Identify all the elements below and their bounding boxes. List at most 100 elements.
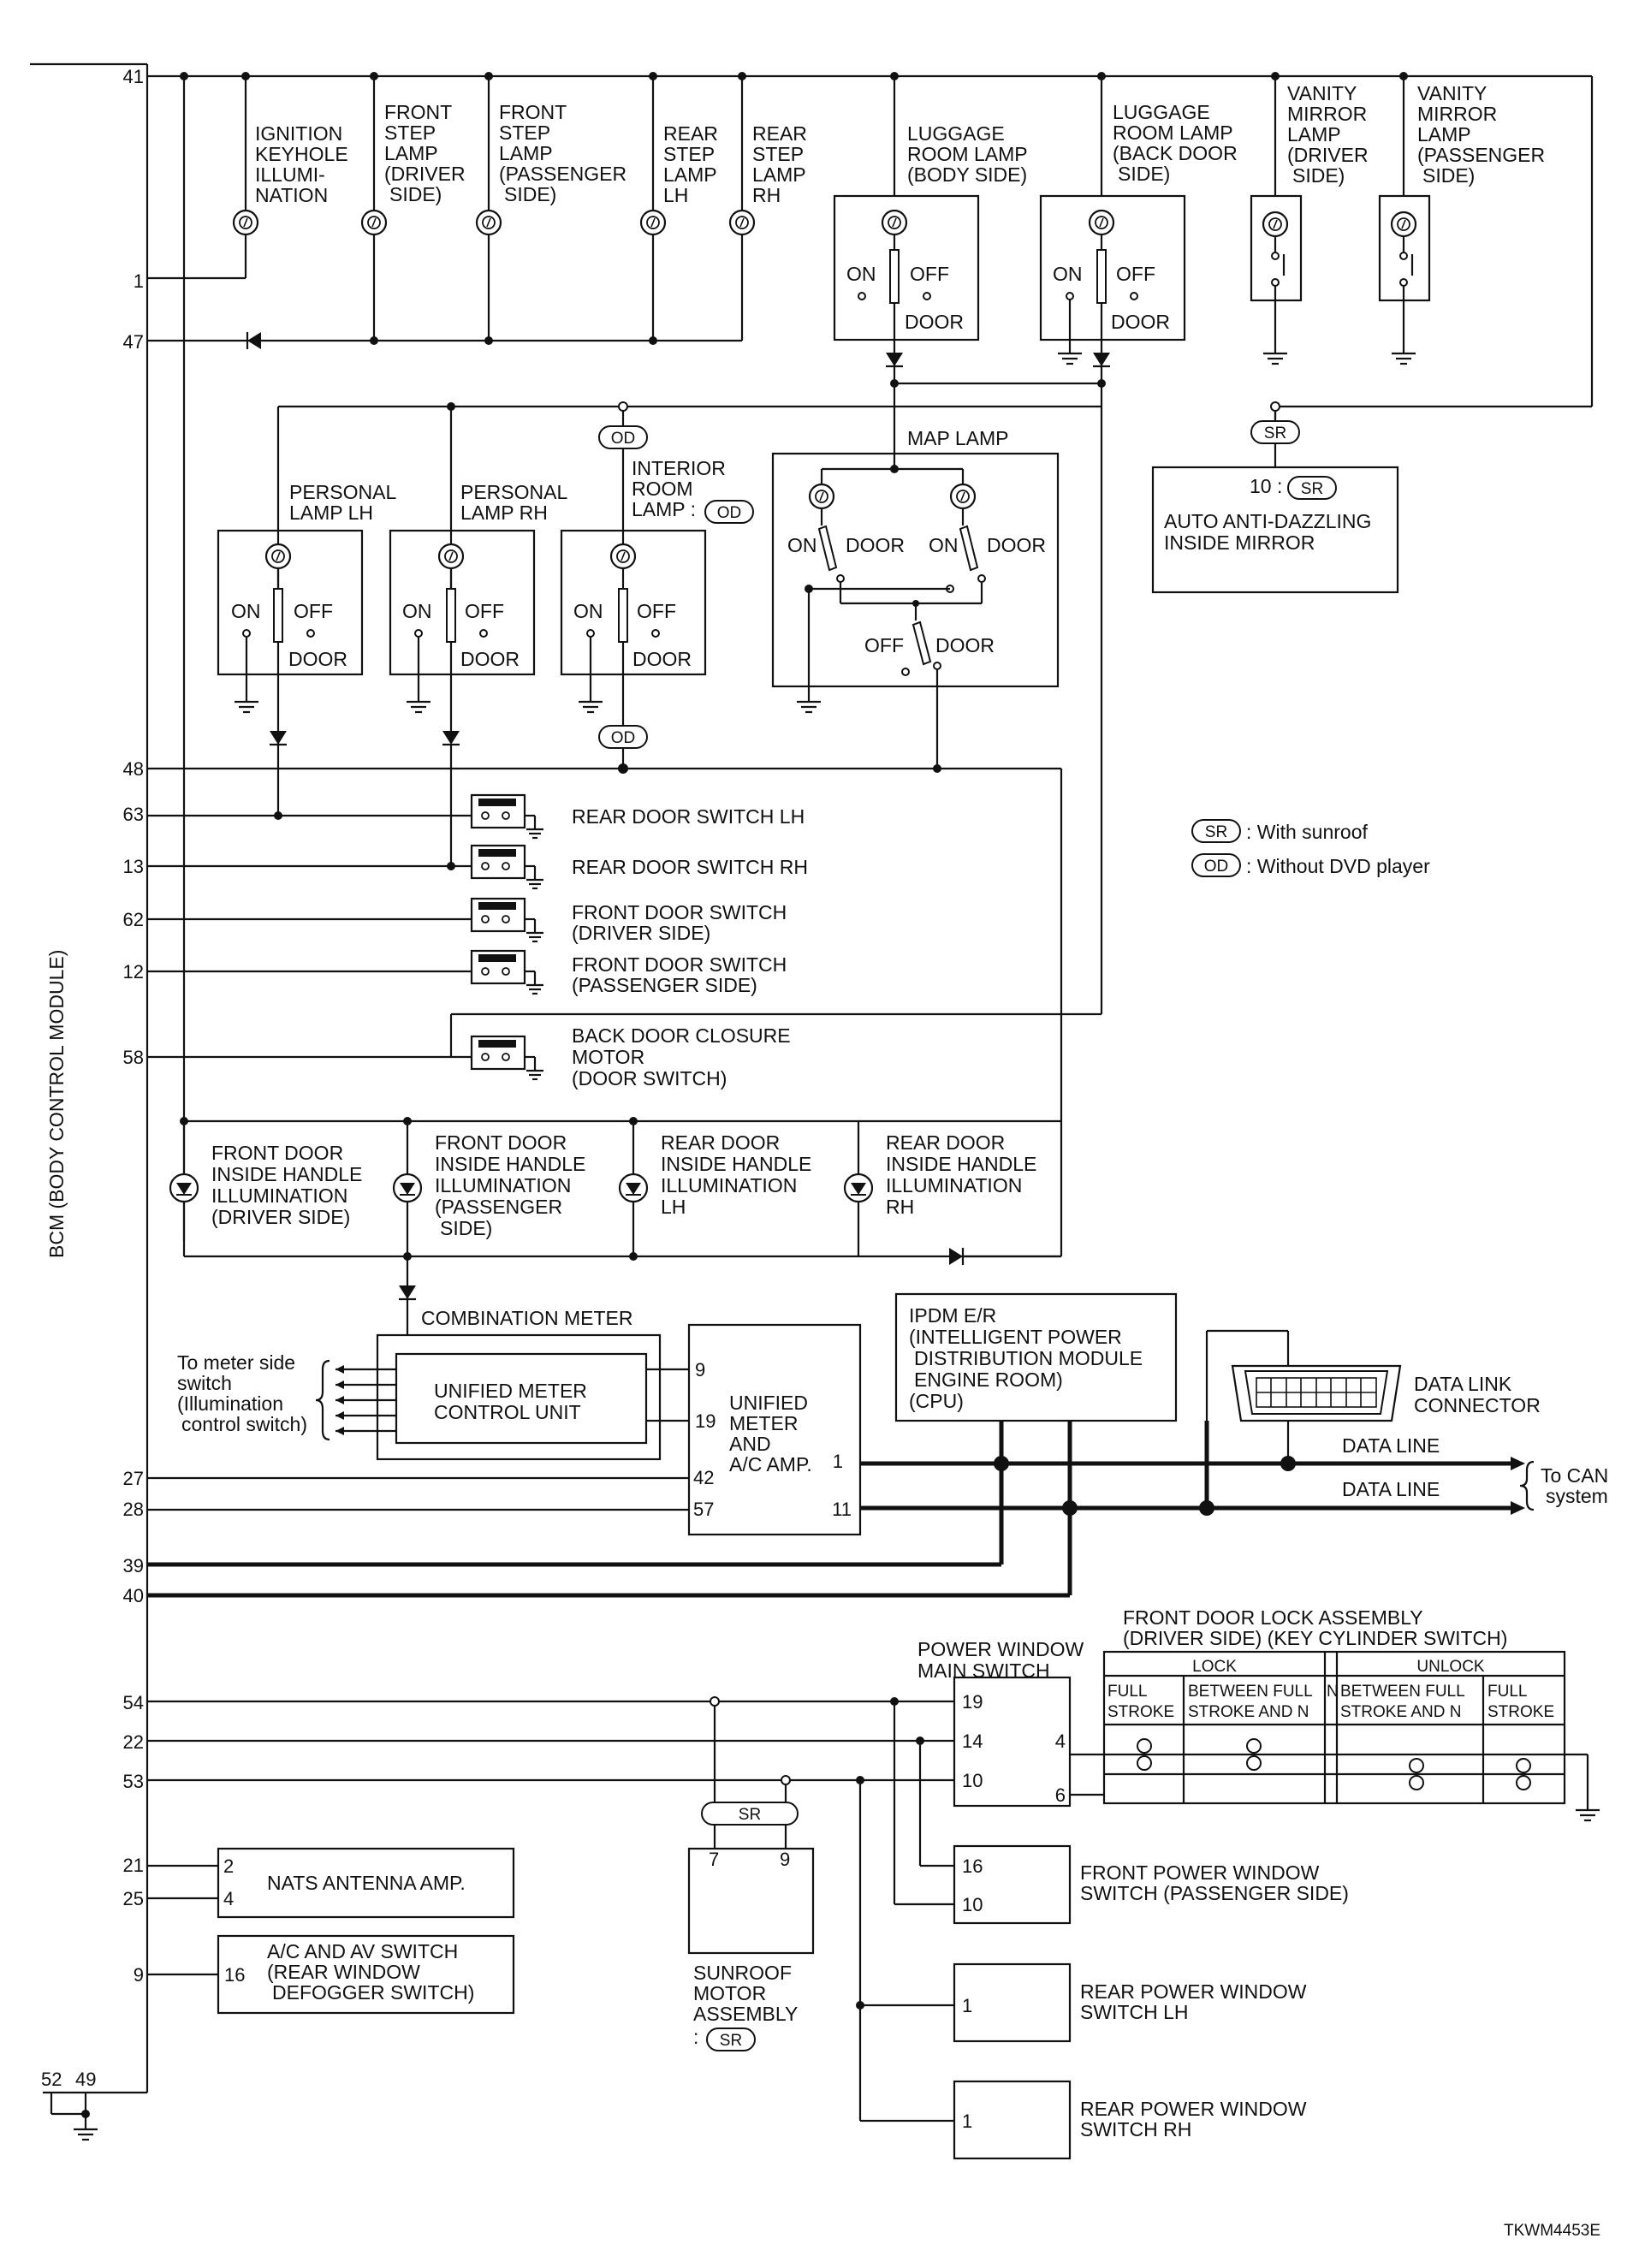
personal-rh-off: OFF (465, 600, 504, 622)
amp-label-4: A/C AMP. (729, 1453, 812, 1475)
front-step-passenger-label-4: (PASSENGER (499, 163, 626, 185)
handle-passenger-label-1: FRONT DOOR (435, 1131, 567, 1154)
inside-handle-illumination: FRONT DOOR INSIDE HANDLE ILLUMINATION (D… (169, 1117, 1061, 1267)
luggage-back-off: OFF (1116, 263, 1155, 285)
mirror-label-2: INSIDE MIRROR (1164, 531, 1315, 554)
personal-rh-door: DOOR (460, 648, 520, 670)
door-switches: REAR DOOR SWITCH LH REAR DOOR SWITCH RH … (147, 738, 1102, 1089)
handle-driver-label-2: INSIDE HANDLE (211, 1163, 362, 1185)
personal-lh-label-1: PERSONAL (289, 481, 396, 503)
power-window-main-switch: POWER WINDOW MAIN SWITCH 19 14 10 4 6 (917, 1638, 1104, 1808)
rear-step-rh-label-1: REAR (752, 122, 807, 145)
ac-av-label-2: (REAR WINDOW (267, 1961, 420, 1983)
rear-step-lh-label-2: STEP (663, 143, 715, 165)
fpw-pin-16: 16 (962, 1855, 983, 1877)
amp-pin-11: 11 (832, 1499, 852, 1520)
front-step-driver-label-3: LAMP (384, 142, 438, 164)
bcm-pin-numbers: 41 1 47 48 63 13 62 12 58 27 28 39 40 54… (41, 66, 144, 2090)
dlc-label-2: CONNECTOR (1414, 1394, 1541, 1416)
data-line-label-2: DATA LINE (1342, 1478, 1440, 1500)
pin-53: 53 (123, 1771, 144, 1792)
luggage-back-label-2: ROOM LAMP (1113, 122, 1233, 144)
dlc-label-1: DATA LINK (1414, 1373, 1512, 1395)
unified-meter-cu-label-1: UNIFIED METER (434, 1380, 587, 1402)
interior-off: OFF (637, 600, 676, 622)
vanity-driver-label-5: SIDE) (1292, 164, 1345, 187)
bcm-connector: BCM (BODY CONTROL MODULE) (30, 62, 149, 2094)
lock-col-2-line-2: STROKE AND N (1188, 1703, 1309, 1721)
rear-pw-rh-label-1: REAR POWER WINDOW (1080, 2098, 1307, 2120)
to-can-label-1: To CAN (1541, 1464, 1608, 1487)
front-door-switch-driver-label-1: FRONT DOOR SWITCH (572, 901, 787, 923)
unlock-header: UNLOCK (1416, 1658, 1485, 1676)
bcm-ground (50, 2093, 99, 2141)
vanity-driver-label-4: (DRIVER (1287, 144, 1369, 166)
rpw-rh-pin-1: 1 (962, 2111, 972, 2132)
pin-48: 48 (123, 758, 144, 780)
map-door-right: DOOR (987, 534, 1046, 556)
interior-od-tag-label: OD (717, 504, 742, 522)
front-power-window-switch-passenger: 16 10 FRONT POWER WINDOW SWITCH (PASSENG… (953, 1844, 1349, 1925)
rear-step-lamp-rh: REAR STEP LAMP RH (728, 76, 807, 341)
pin-49: 49 (75, 2069, 96, 2090)
pin-52: 52 (41, 2069, 62, 2090)
vanity-passenger-label-4: (PASSENGER (1417, 144, 1545, 166)
handle-rear-rh-label-1: REAR DOOR (886, 1131, 1005, 1154)
lock-col-2-line-1: BETWEEN FULL (1188, 1683, 1313, 1701)
lock-title-2: (DRIVER SIDE) (KEY CYLINDER SWITCH) (1123, 1627, 1507, 1649)
rear-step-lh-label-1: REAR (663, 122, 718, 145)
front-door-switch-passenger-label-1: FRONT DOOR SWITCH (572, 953, 787, 976)
front-step-lamp-driver: FRONT STEP LAMP (DRIVER SIDE) (360, 76, 466, 341)
rear-pw-rh-label-2: SWITCH RH (1080, 2118, 1191, 2140)
pw-main-pin-19: 19 (962, 1691, 983, 1713)
meter-side-label-1: To meter side (177, 1351, 295, 1374)
lock-col-n: N (1327, 1683, 1339, 1701)
rear-door-switch-rh-label: REAR DOOR SWITCH RH (572, 856, 808, 878)
ipdm-label-3: DISTRIBUTION MODULE (914, 1347, 1143, 1369)
meter-side-label-4: control switch) (181, 1413, 307, 1435)
lock-header: LOCK (1192, 1658, 1237, 1676)
map-on-left: ON (787, 534, 817, 556)
interior-room-lamp: OD OD INTERIOR ROOM LAMP : OD ON OFF DOO… (560, 401, 754, 774)
lock-col-4-line-1: BETWEEN FULL (1340, 1683, 1465, 1701)
lock-col-5-line-1: FULL (1488, 1683, 1527, 1701)
handle-rear-rh-label-3: ILLUMINATION (886, 1174, 1022, 1196)
legend-od-code: OD (1204, 858, 1229, 876)
sunroof-pin-9: 9 (780, 1849, 790, 1870)
rear-step-lh-label-4: LH (663, 184, 688, 206)
legend-od-text: : Without DVD player (1246, 855, 1430, 877)
luggage-room-lamp-back-door: LUGGAGE ROOM LAMP (BACK DOOR SIDE) ON OF… (1039, 76, 1238, 1014)
ac-av-switch: 16 A/C AND AV SWITCH (REAR WINDOW DEFOGG… (147, 1934, 515, 2015)
handle-driver-label-3: ILLUMINATION (211, 1184, 347, 1207)
pin-22: 22 (123, 1731, 144, 1753)
luggage-room-lamp-body: LUGGAGE ROOM LAMP (BODY SIDE) ON OFF DOO… (833, 76, 1106, 388)
luggage-body-label-1: LUGGAGE (907, 122, 1005, 145)
amp-label-3: AND (729, 1433, 771, 1455)
pin-27: 27 (123, 1468, 144, 1489)
ipdm-er: IPDM E/R (INTELLIGENT POWER DISTRIBUTION… (894, 1292, 1178, 1422)
handle-rear-lh-label-1: REAR DOOR (661, 1131, 780, 1154)
personal-rh-label-1: PERSONAL (460, 481, 567, 503)
figure-id: TKWM4453E (1504, 2222, 1600, 2240)
front-step-driver-label-5: SIDE) (389, 183, 442, 205)
rear-power-window-switch-rh: 1 REAR POWER WINDOW SWITCH RH (953, 2080, 1307, 2160)
personal-lh-label-2: LAMP LH (289, 502, 373, 524)
interior-door: DOOR (632, 648, 692, 670)
luggage-back-label-4: SIDE) (1118, 163, 1170, 185)
bcm-label: BCM (BODY CONTROL MODULE) (45, 950, 68, 1258)
handle-rear-lh-label-3: ILLUMINATION (661, 1174, 797, 1196)
ignition-keyhole-label-3: ILLUMI- (255, 163, 325, 186)
luggage-body-label-3: (BODY SIDE) (907, 163, 1027, 186)
lock-col-1-line-1: FULL (1107, 1683, 1147, 1701)
amp-label-1: UNIFIED (729, 1392, 808, 1414)
sunroof-motor-assembly: SR 7 9 SUNROOF MOTOR ASSEMBLY : SR (687, 1802, 815, 2051)
ipdm-label-1: IPDM E/R (909, 1304, 996, 1327)
front-step-driver-label-1: FRONT (384, 101, 452, 123)
to-can-label-2: system (1546, 1485, 1608, 1507)
map-lamp-label: MAP LAMP (907, 427, 1008, 449)
front-step-passenger-label-1: FRONT (499, 101, 567, 123)
handle-passenger-label-4: (PASSENGER (435, 1196, 562, 1218)
amp-pin-1: 1 (833, 1451, 843, 1472)
unified-meter-cu-label-2: CONTROL UNIT (434, 1401, 581, 1423)
